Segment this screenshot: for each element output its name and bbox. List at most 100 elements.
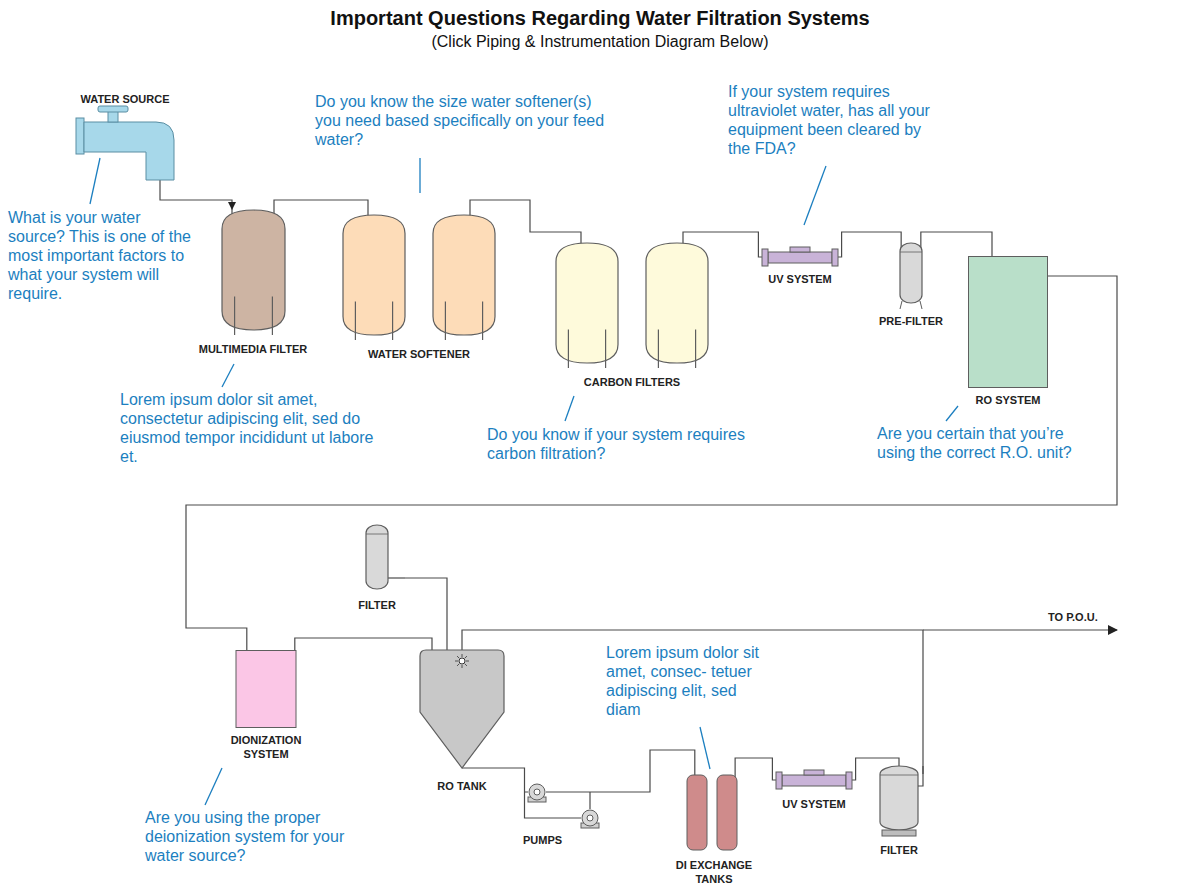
tank-vessel (222, 210, 285, 330)
leader-line (419, 158, 420, 193)
equipment-drawing (547, 243, 717, 370)
spray-ray (462, 665, 463, 668)
drawing-part (420, 650, 512, 768)
drawing-part (525, 778, 611, 828)
uv-lamp (790, 247, 810, 252)
filter-band (880, 775, 918, 776)
filter-housing (880, 766, 918, 830)
equipment-label: DIONIZATION SYSTEM (218, 733, 314, 761)
spray-ray (465, 664, 467, 666)
tank-pipe (695, 329, 696, 368)
equipment-node: CARBON FILTERS (547, 243, 717, 389)
equipment-label: CARBON FILTERS (547, 375, 717, 389)
uv-lamp (804, 770, 824, 775)
uv-flange (776, 772, 782, 789)
drawing-part (222, 210, 285, 335)
tank-pipe (658, 329, 659, 368)
faucet-handle (98, 106, 128, 112)
tank-vessel (420, 650, 504, 768)
drawing-part (900, 243, 922, 309)
tank-vessel (646, 243, 708, 363)
drawing-part (343, 215, 495, 340)
diagram-title: Important Questions Regarding Water Filt… (0, 6, 1200, 30)
callout-note: Are you certain that you’re using the co… (877, 424, 1097, 462)
pump-eye (587, 815, 593, 821)
pipe-connector (921, 232, 992, 256)
equipment-drawing (349, 525, 405, 593)
filter-housing (900, 243, 922, 303)
drawing-part (556, 243, 708, 368)
filter-housing (366, 525, 388, 589)
drawing-part (758, 243, 841, 266)
equipment-drawing (334, 215, 504, 342)
exchange-tank (687, 775, 707, 850)
callout-note: If your system requires ultraviolet wate… (728, 82, 943, 158)
callout-note: What is your water source? This is one o… (8, 208, 200, 303)
spray-ray (457, 656, 459, 658)
pump-body (529, 784, 545, 800)
callout-note: Do you know if your system requires carb… (487, 425, 747, 463)
uv-flange (846, 772, 852, 789)
pump-pipe (525, 778, 611, 818)
leader-line (700, 727, 710, 769)
leader-line (565, 396, 574, 421)
pipe-connector (856, 758, 899, 766)
leader-line (90, 158, 100, 204)
pipe-connector (462, 630, 923, 766)
pipe-connector (160, 194, 232, 210)
equipment-label: WATER SOURCE (60, 92, 190, 106)
tank-vessel (433, 215, 495, 335)
tank-pipe (272, 296, 273, 335)
tank-pipe (482, 301, 483, 340)
equipment-node: UV SYSTEM (748, 243, 852, 286)
uv-flange (762, 249, 768, 266)
leader-line (205, 768, 222, 805)
callout-note: Lorem ipsum dolor sit amet, consectetur … (120, 390, 380, 466)
pipe-connector (735, 758, 772, 775)
pump-body (582, 810, 598, 826)
pipe-connector (683, 232, 758, 243)
equipment-node: WATER SOURCE (60, 92, 190, 194)
drawing-part (366, 525, 405, 589)
equipment-label: UV SYSTEM (762, 797, 866, 811)
equipment-node: FILTER (869, 766, 929, 857)
equipment-drawing (515, 778, 610, 828)
pipe-connector (295, 638, 432, 650)
equipment-label: UV SYSTEM (748, 272, 852, 286)
pipe-connector (512, 768, 525, 778)
outlet-pipe (388, 577, 405, 578)
pipe-connector (610, 750, 695, 792)
equipment-node: RO TANK (412, 650, 512, 793)
outlet-pipe (923, 629, 1117, 630)
spray-ray (457, 664, 459, 666)
outlet-pipe (462, 767, 512, 768)
wall-plate (76, 118, 84, 154)
equipment-label: DI EXCHANGE TANKS (666, 858, 762, 886)
filter-band (900, 252, 922, 253)
leader-line (946, 406, 958, 421)
equipment-drawing (218, 650, 314, 728)
equipment-label: FILTER (349, 598, 405, 612)
uv-flange (832, 249, 838, 266)
equipment-label: RO TANK (412, 779, 512, 793)
tank-pipe (355, 301, 356, 340)
uv-body (782, 775, 846, 786)
filter-base (882, 830, 916, 836)
equipment-label: RO SYSTEM (968, 393, 1048, 407)
outlet-label: TO P.O.U. (1048, 610, 1118, 624)
equipment-drawing (412, 650, 512, 774)
tank-pipe (605, 329, 606, 368)
pump-eye (534, 789, 540, 795)
equipment-node: DIONIZATION SYSTEM (218, 650, 314, 761)
tank-vessel (556, 243, 618, 363)
equipment-label: PRE-FILTER (870, 314, 952, 328)
equipment-drawing (869, 766, 929, 838)
equipment-node: WATER SOFTENER (334, 215, 504, 361)
drawing-part (880, 766, 923, 836)
equipment-drawing (666, 775, 762, 853)
leader-line (804, 166, 826, 225)
equipment-node: MULTIMEDIA FILTER (183, 210, 323, 356)
faucet-body (84, 122, 174, 180)
equipment-label: MULTIMEDIA FILTER (183, 342, 323, 356)
leader-line (222, 364, 234, 387)
